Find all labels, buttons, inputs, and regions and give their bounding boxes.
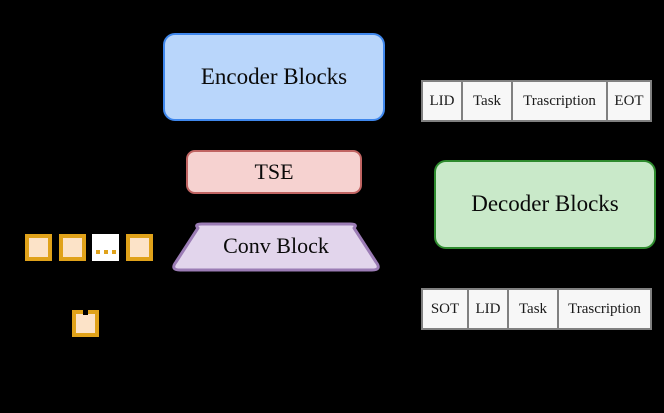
tse-node: TSE — [186, 150, 362, 194]
token-cell-eot: EOT — [606, 80, 652, 122]
conv-block-label: Conv Block — [223, 233, 329, 258]
token-cell-lid: LID — [467, 288, 509, 330]
ellipsis-dot-1 — [95, 250, 100, 254]
enrollment-square-notch — [83, 309, 88, 315]
conv-block-trapezoid-shape — [172, 222, 380, 272]
enrollment-feature-square — [72, 306, 99, 337]
output-token-sequence: LID Task Trascription EOT — [421, 80, 658, 122]
input-token-sequence: SOT LID Task Trascription — [421, 288, 658, 330]
conv-block-node: Conv Block — [170, 222, 382, 272]
ellipsis-dot-2 — [103, 250, 108, 254]
token-cell-lid: LID — [421, 80, 463, 122]
token-cell-sot: SOT — [421, 288, 469, 330]
input-feature-square-3 — [126, 234, 153, 261]
input-feature-square-2 — [59, 234, 86, 261]
token-cell-task: Task — [461, 80, 513, 122]
ellipsis-dot-3 — [111, 250, 116, 254]
input-feature-ellipsis — [92, 234, 119, 261]
decoder-blocks-node: Decoder Blocks — [434, 160, 656, 249]
input-feature-square-1 — [25, 234, 52, 261]
token-cell-transcription: Trascription — [511, 80, 608, 122]
token-cell-task: Task — [507, 288, 559, 330]
token-cell-transcription: Trascription — [557, 288, 652, 330]
encoder-blocks-node: Encoder Blocks — [163, 33, 385, 121]
